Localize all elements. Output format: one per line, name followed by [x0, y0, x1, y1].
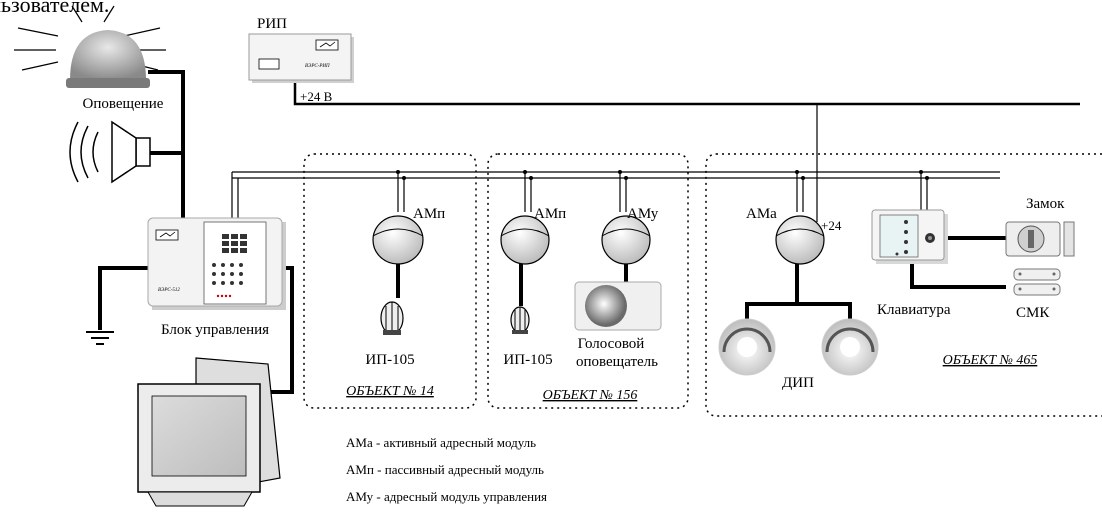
- object-frames: [303, 153, 1102, 417]
- power-line: [293, 80, 1080, 106]
- keypad-label: Клавиатура: [877, 302, 951, 318]
- voice-annunciator-icon: [574, 281, 662, 331]
- dip-detector-2: [821, 318, 879, 376]
- control-unit-badge: ВЭРС-512: [158, 288, 180, 293]
- notification-label: Оповещение: [83, 96, 164, 112]
- rip-device: РИП ВЭРС-РИП: [248, 16, 354, 83]
- amp-module-1: [372, 215, 424, 265]
- power-label: +24 В: [300, 89, 333, 104]
- voice-label-2: оповещатель: [576, 354, 658, 370]
- legend-amp: АМп - пассивный адресный модуль: [346, 462, 544, 477]
- control-unit-label: Блок управления: [161, 322, 269, 338]
- bus-taps: [396, 170, 929, 180]
- lock-label: Замок: [1026, 196, 1065, 212]
- object-156-title: ОБЪЕКТ № 156: [543, 388, 638, 403]
- ama-module: [775, 215, 825, 265]
- dip-detector-1: [718, 318, 776, 376]
- ama-plus24-label: +24: [821, 218, 842, 233]
- header-fragment: льзователем.: [0, 0, 109, 17]
- amp-label-1: АМп: [413, 206, 445, 222]
- ip105-label-1: ИП-105: [365, 352, 414, 368]
- legend-amu: АМу - адресный модуль управления: [346, 489, 547, 504]
- keypad-device: [871, 209, 948, 264]
- amp-label-2: АМп: [534, 206, 566, 222]
- notification-riser: [148, 70, 185, 218]
- legend: АМа - активный адресный модуль АМп - пас…: [346, 435, 547, 504]
- rip-badge: ВЭРС-РИП: [305, 64, 330, 69]
- legend-ama: АМа - активный адресный модуль: [346, 435, 536, 450]
- speaker-icon: [69, 120, 151, 184]
- ip105-label-2: ИП-105: [503, 352, 552, 368]
- amp-module-2: [500, 215, 550, 265]
- object-14-frame: [303, 153, 477, 409]
- ama-label: АМа: [746, 206, 777, 222]
- object-465-title: ОБЪЕКТ № 465: [943, 353, 1038, 368]
- control-unit-device: ВЭРС-512: [147, 217, 286, 310]
- ground-icon: [86, 331, 114, 345]
- object-465-frame: [705, 153, 1102, 417]
- lock-icon: [1005, 221, 1075, 257]
- voice-label-1: Голосовой: [578, 336, 645, 352]
- rip-label: РИП: [257, 16, 287, 32]
- smk-label: СМК: [1016, 305, 1050, 321]
- object-156-frame: [487, 153, 689, 409]
- object-14-title: ОБЪЕКТ № 14: [346, 384, 434, 399]
- amu-module: [601, 215, 651, 265]
- ip105-detector-1: [380, 301, 404, 335]
- computer-monitor-icon: [137, 357, 281, 507]
- device-wiring: [98, 236, 1006, 394]
- amu-label: АМу: [627, 206, 659, 222]
- smk-sensor-icon: [1013, 268, 1061, 296]
- address-bus: [231, 104, 1000, 222]
- ip105-detector-2: [510, 306, 530, 334]
- siren-icon: [14, 5, 166, 88]
- dip-label: ДИП: [782, 375, 814, 391]
